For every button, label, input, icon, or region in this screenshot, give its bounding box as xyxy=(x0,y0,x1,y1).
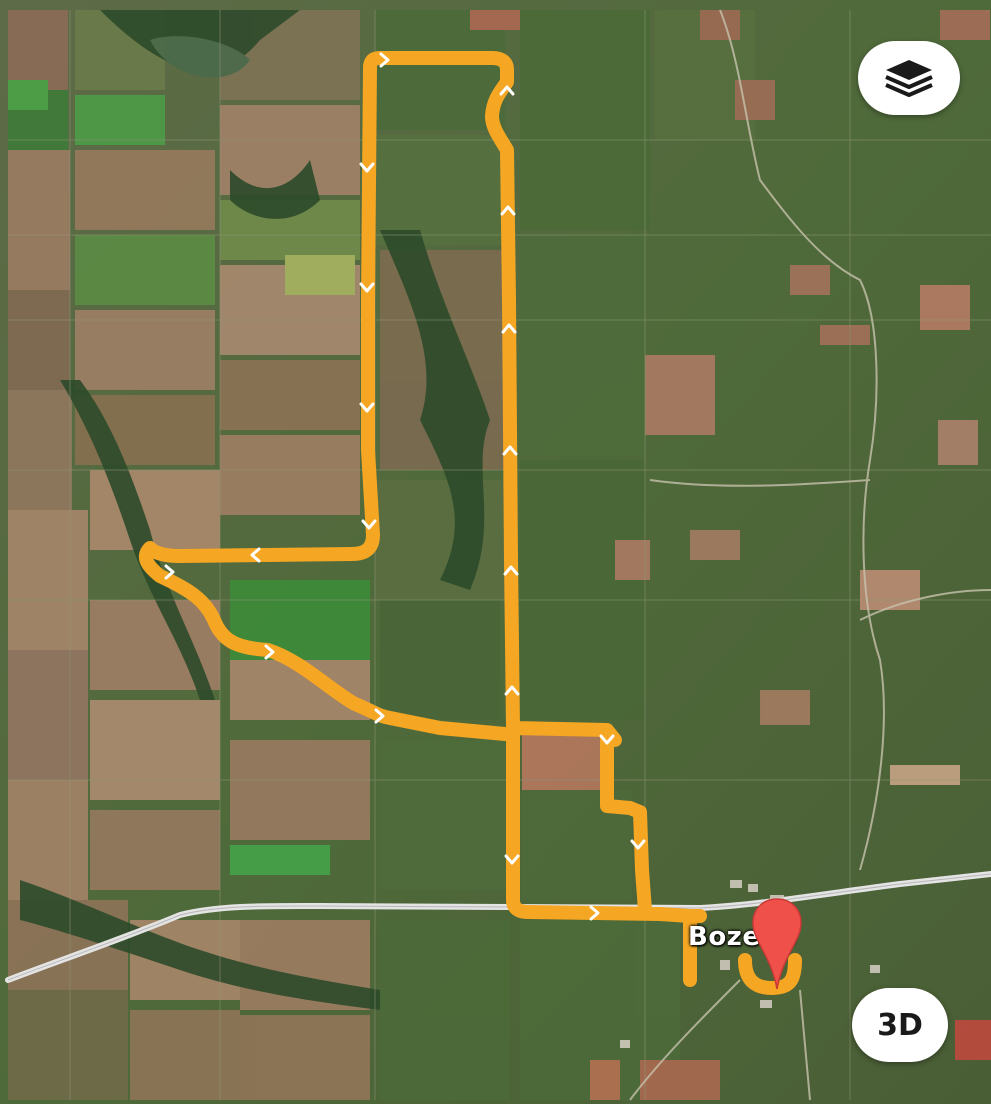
minor-roads xyxy=(629,9,991,1101)
location-pin-icon[interactable] xyxy=(747,895,807,995)
route-direction-chevron xyxy=(499,85,515,96)
route-direction-chevron xyxy=(359,162,375,173)
route-direction-arrows xyxy=(164,52,646,921)
route-direction-chevron xyxy=(503,565,519,576)
route-direction-chevron xyxy=(164,564,175,580)
route-direction-chevron xyxy=(264,644,275,660)
route-direction-chevron xyxy=(502,445,518,456)
route-direction-chevron xyxy=(630,839,646,850)
route-track xyxy=(138,51,802,995)
route-direction-chevron xyxy=(361,519,377,530)
route-direction-chevron xyxy=(589,905,600,921)
layers-icon xyxy=(885,60,933,97)
three-d-toggle-button[interactable]: 3D xyxy=(852,988,948,1062)
route-direction-chevron xyxy=(359,402,375,413)
route-direction-chevron xyxy=(374,708,385,724)
farm-fields-west xyxy=(8,10,370,1100)
wooded-valleys xyxy=(20,10,490,1010)
route-direction-chevron xyxy=(501,323,517,334)
route-direction-chevron xyxy=(599,734,615,745)
map-layers-button[interactable] xyxy=(858,41,960,115)
route-direction-chevron xyxy=(359,282,375,293)
route-direction-chevron xyxy=(500,205,516,216)
field-boundaries xyxy=(8,10,991,1100)
route-direction-chevron xyxy=(504,685,520,696)
route-line xyxy=(138,51,802,995)
route-direction-chevron xyxy=(250,547,261,563)
farm-fields-east xyxy=(375,10,991,1100)
route-direction-chevron xyxy=(504,854,520,865)
route-direction-chevron xyxy=(379,52,390,68)
